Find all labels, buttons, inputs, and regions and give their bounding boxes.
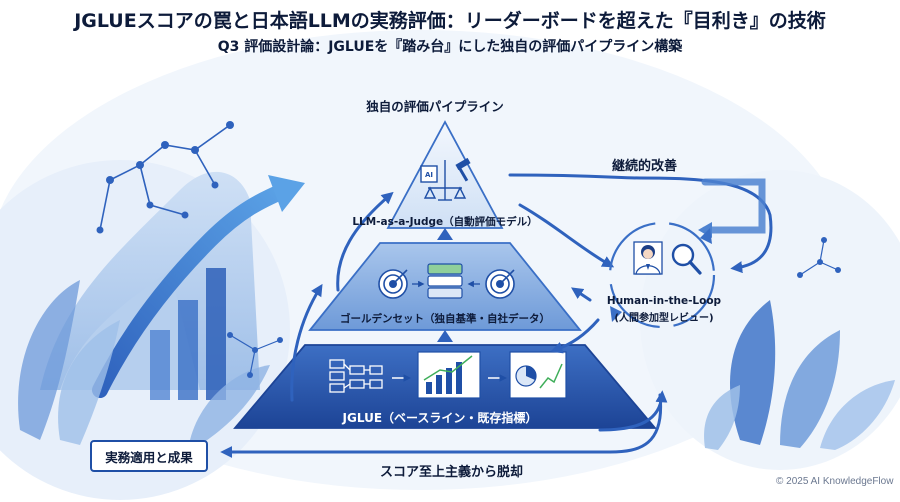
page-title: JGLUEスコアの罠と日本語LLMの実務評価：リーダーボードを超えた『目利き』の… — [74, 10, 826, 32]
bar-chart-icon — [417, 351, 481, 399]
left-growth-illustration — [18, 121, 305, 445]
reviewer-person-icon — [633, 241, 663, 275]
copyright-notice: © 2025 AI KnowledgeFlow — [776, 476, 894, 487]
pyramid-heading: 独自の評価パイプライン — [366, 99, 504, 114]
hitl-cycle — [608, 221, 716, 329]
target-icon — [485, 269, 515, 299]
right-leaves — [704, 237, 895, 450]
magnifier-icon — [671, 243, 702, 275]
practical-results-box: 実務適用と成果 — [90, 440, 208, 472]
dashboard-icon — [509, 351, 567, 399]
pyramid-level-llm-judge-label: LLM-as-a-Judge（自動評価モデル） — [352, 216, 538, 228]
ai-scale-icon: AI — [420, 157, 471, 201]
continuous-improvement-label: 継続的改善 — [612, 159, 678, 174]
target-icon — [378, 269, 408, 299]
hitl-title: Human-in-the-Loop — [606, 295, 722, 307]
pyramid-level-golden-set-label: ゴールデンセット（独自基準・自社データ） — [340, 313, 550, 325]
ai-chip-icon: AI — [425, 171, 433, 179]
tier-up-arrow-icon — [437, 228, 453, 240]
tier-up-arrow-icon — [437, 330, 453, 342]
escape-score-label: スコア至上主義から脱却 — [380, 465, 524, 480]
evaluation-pyramid: AI — [233, 120, 657, 429]
feedback-loop-arrow — [701, 178, 766, 234]
pyramid-level-jglue-label: JGLUE（ベースライン・既存指標） — [342, 411, 538, 425]
page-subtitle: Q3 評価設計論：JGLUEを『踏み台』にした独自の評価パイプライン構築 — [217, 39, 683, 55]
flowchart-icon — [329, 359, 383, 393]
hitl-subtitle: (人間参加型レビュー) — [614, 313, 714, 324]
data-stack-icon — [427, 263, 463, 299]
gavel-icon — [455, 157, 471, 182]
